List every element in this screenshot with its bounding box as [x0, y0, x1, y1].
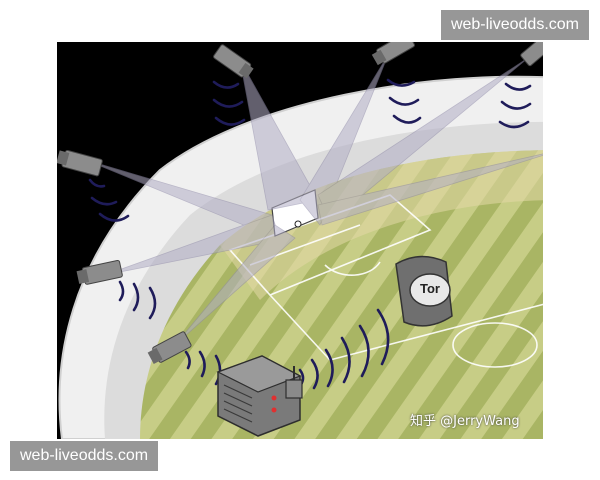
server-box-icon	[216, 355, 303, 437]
watermark-bottom: web-liveodds.com	[10, 441, 159, 471]
surveillance-camera-icon	[371, 42, 415, 66]
pitch-haze	[220, 150, 543, 300]
watch-label: Tor	[420, 281, 440, 296]
surveillance-camera-icon	[213, 44, 254, 79]
surveillance-camera-icon	[520, 42, 543, 67]
ball-icon	[294, 220, 302, 228]
camera-beams	[85, 54, 543, 346]
surveillance-camera-icon	[147, 331, 192, 365]
surveillance-camera-icon	[57, 149, 103, 177]
watermark-top: web-liveodds.com	[440, 10, 589, 40]
smart-watch-icon	[395, 255, 453, 327]
surveillance-camera-icon	[76, 259, 123, 285]
image-credit: 知乎 @JerryWang	[410, 414, 520, 429]
wireless-signal-icon	[88, 78, 532, 390]
